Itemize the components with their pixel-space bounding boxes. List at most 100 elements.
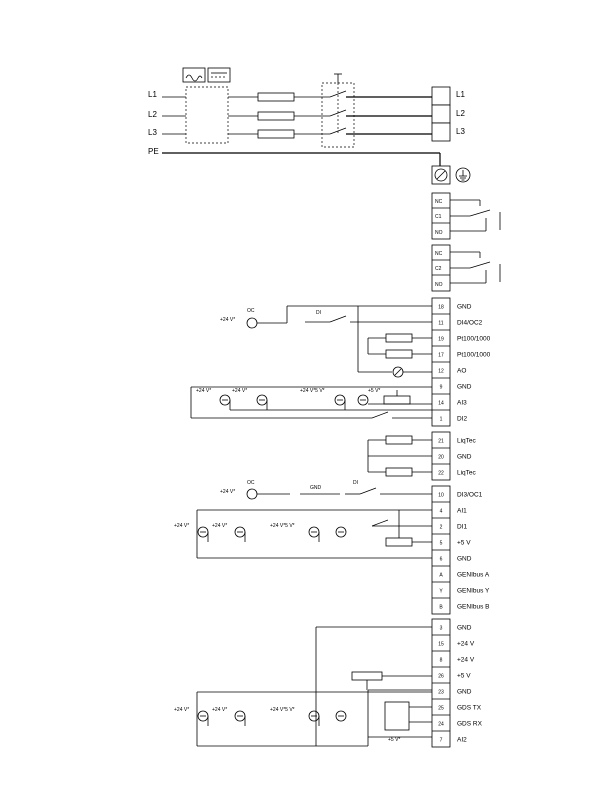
supply-label: +24 V* <box>220 489 235 495</box>
terminal-name: +24 V <box>457 641 475 648</box>
line-label-l1: L1 <box>148 90 157 99</box>
terminal-name: GENIbus Y <box>457 588 490 595</box>
terminal-name: +5 V <box>457 540 471 547</box>
terminal-number: A <box>439 573 443 579</box>
terminal-name: AI1 <box>457 508 467 515</box>
power-section: L1 L2 L3 PE <box>148 67 471 185</box>
sensor-supply-label: +5 V* <box>388 737 400 743</box>
terminal-number: 9 <box>440 385 443 391</box>
oc-label: OC <box>247 480 255 486</box>
terminal-number: 19 <box>438 337 444 343</box>
sensor-supply-label: +24 V* <box>212 523 227 529</box>
ground-icon <box>455 167 471 183</box>
sensor-supply-label: +24 V* <box>196 388 211 394</box>
terminal-name: GND <box>457 384 472 391</box>
terminal-label-l3: L3 <box>456 127 465 136</box>
terminal-name: Pt100/1000 <box>457 336 491 343</box>
group3-wiring: OC +24 V* GND DI +24 V* +24 V* +24 V*5 V… <box>174 480 432 559</box>
fuse-icon <box>257 129 295 139</box>
di-label: DI <box>316 310 321 316</box>
line-label-l3: L3 <box>148 128 157 137</box>
terminal-number: 23 <box>438 690 444 696</box>
terminal-name: AI3 <box>457 400 467 407</box>
terminal-l3 <box>431 122 451 142</box>
terminal-name: AI2 <box>457 737 467 744</box>
fuse-icon <box>257 111 295 121</box>
sensor-supply-label: +24 V* <box>232 388 247 394</box>
terminal-number: 25 <box>438 706 444 712</box>
terminal-name: DI2 <box>457 416 468 423</box>
terminal-name: LiqTec <box>457 438 477 445</box>
terminal-number: Y <box>439 589 443 595</box>
terminal-label-l2: L2 <box>456 109 465 118</box>
terminal-name: DI3/OC1 <box>457 492 483 499</box>
liqtec-sensor-icon <box>385 435 413 445</box>
terminal-name: GDS RX <box>457 721 483 728</box>
di-label: DI <box>353 480 358 486</box>
sensor-supply-label: +24 V* <box>174 707 189 713</box>
liqtec-sensor-icon <box>385 467 413 477</box>
oc-label: OC <box>247 308 255 314</box>
terminal-number: 11 <box>438 321 443 327</box>
terminal-number: 24 <box>438 722 444 728</box>
terminal-name: Pt100/1000 <box>457 352 491 359</box>
terminal-number: 18 <box>438 305 444 311</box>
terminal-name: +5 V <box>457 673 471 680</box>
terminal-number: 3 <box>440 626 443 632</box>
terminal-name: +24 V <box>457 657 475 664</box>
pt100-sensor-icon <box>385 333 413 343</box>
open-collector-icon <box>246 488 258 500</box>
sensor-supply-label: +24 V*5 V* <box>300 388 325 394</box>
sensor-supply-label: +5 V* <box>368 388 380 394</box>
line-label-pe: PE <box>148 147 159 156</box>
relay2-c: C2 <box>435 266 442 272</box>
relay-1: NC C1 NO <box>431 192 501 240</box>
pt100-sensor-icon <box>385 349 413 359</box>
potentiometer-icon <box>383 395 411 405</box>
terminal-number: 14 <box>438 401 444 407</box>
terminal-number: 12 <box>438 369 444 375</box>
terminal-number: 7 <box>440 738 443 744</box>
terminal-number: 4 <box>440 509 443 515</box>
terminal-name: LiqTec <box>457 470 477 477</box>
terminal-name: GENIbus A <box>457 572 490 579</box>
terminal-number: 8 <box>440 658 443 664</box>
relay1-no: NO <box>435 230 443 236</box>
fuse-icon <box>257 92 295 102</box>
terminal-name: GDS TX <box>457 705 482 712</box>
terminal-number: 15 <box>438 642 444 648</box>
relay2-no: NO <box>435 282 443 288</box>
terminal-number: 22 <box>438 471 444 477</box>
gnd-label: GND <box>310 485 322 491</box>
sensor-icon <box>335 526 347 538</box>
potentiometer-icon <box>351 671 383 681</box>
terminal-name: GND <box>457 689 472 696</box>
terminal-number: 17 <box>438 353 444 359</box>
emc-filter-box <box>185 86 229 144</box>
sensor-icon <box>335 710 347 722</box>
sensor-supply-label: +24 V*5 V* <box>270 523 295 529</box>
group2-wiring <box>367 435 432 477</box>
terminal-number: 6 <box>440 557 443 563</box>
terminal-name: DI4/OC2 <box>457 320 483 327</box>
terminal-name: GND <box>457 625 472 632</box>
relay1-nc: NC <box>435 199 443 205</box>
terminal-name: DI1 <box>457 524 468 531</box>
terminal-name: GENIbus B <box>457 604 490 611</box>
sensor-supply-label: +24 V* <box>212 707 227 713</box>
terminal-l1 <box>431 86 451 106</box>
sine-filter-icon <box>182 67 206 83</box>
relay2-nc: NC <box>435 251 443 257</box>
terminal-number: 1 <box>440 417 443 423</box>
terminal-name: GND <box>457 454 472 461</box>
dc-filter-icon <box>207 67 231 83</box>
sensor-supply-label: +24 V*5 V* <box>270 707 295 713</box>
sensor-supply-label: +24 V* <box>174 523 189 529</box>
terminal-name: GND <box>457 304 472 311</box>
terminal-l2 <box>431 104 451 124</box>
terminal-number: B <box>439 605 443 611</box>
group1-wiring: OC +24 V* DI +24 V* +24 V* +24 V*5 V* <box>190 305 432 419</box>
sensor-icon <box>357 394 369 406</box>
